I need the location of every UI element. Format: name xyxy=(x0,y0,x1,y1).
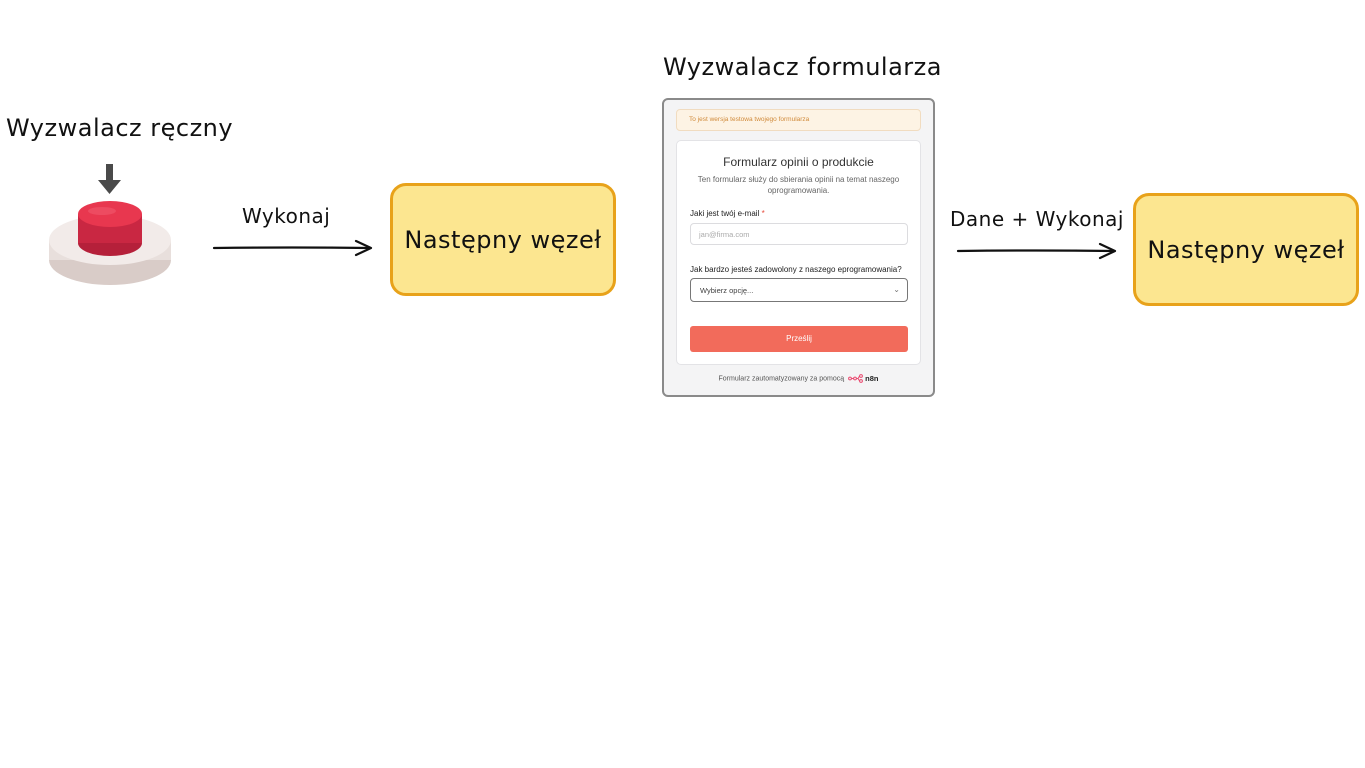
email-label-text: Jaki jest twój e-mail xyxy=(690,209,760,218)
form-preview: To jest wersja testowa twojego formularz… xyxy=(662,98,935,397)
footer-text: Formularz zautomatyzowany za pomocą xyxy=(718,375,845,383)
email-field[interactable]: jan@firma.com xyxy=(690,223,908,245)
test-version-banner: To jest wersja testowa twojego formularz… xyxy=(676,109,921,131)
submit-button[interactable]: Prześlij xyxy=(690,326,908,352)
arrow-right-icon xyxy=(212,239,373,257)
required-marker: * xyxy=(761,209,765,218)
next-node-label: Następny węzeł xyxy=(404,225,602,254)
select-value: Wybierz opcję... xyxy=(700,286,754,295)
n8n-brand-text: n8n xyxy=(865,374,879,383)
next-node-box: Następny węzeł xyxy=(390,183,616,296)
form-card: Formularz opinii o produkcie Ten formula… xyxy=(676,140,921,365)
form-title: Formularz opinii o produkcie xyxy=(723,155,874,169)
next-node-label: Następny węzeł xyxy=(1147,235,1345,264)
satisfaction-select[interactable]: Wybierz opcję... ⌄ xyxy=(690,278,908,302)
manual-arrow-label: Wykonaj xyxy=(242,204,331,228)
n8n-logo-icon: n8n xyxy=(848,374,878,383)
chevron-down-icon: ⌄ xyxy=(893,285,900,294)
form-trigger-title: Wyzwalacz formularza xyxy=(663,53,942,81)
satisfaction-label: Jak bardzo jesteś zadowolony z naszego e… xyxy=(690,265,902,274)
form-arrow-label: Dane + Wykonaj xyxy=(950,207,1124,231)
form-footer: Formularz zautomatyzowany za pomocą n8n xyxy=(664,374,933,383)
manual-trigger-title: Wyzwalacz ręczny xyxy=(6,114,234,142)
email-label: Jaki jest twój e-mail * xyxy=(690,209,765,218)
next-node-box: Następny węzeł xyxy=(1133,193,1359,306)
form-description: Ten formularz służy do sbierania opinii … xyxy=(697,175,900,195)
push-button-icon xyxy=(49,164,171,285)
arrow-right-icon xyxy=(956,242,1117,260)
